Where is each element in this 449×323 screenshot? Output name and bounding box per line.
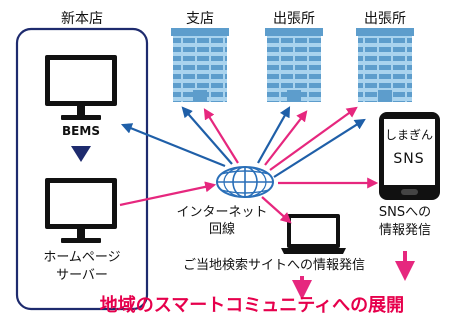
laptop-icon xyxy=(281,214,346,254)
sns-info-line2: 情報発信 xyxy=(378,223,432,238)
server-label-line2: サーバー xyxy=(56,268,108,283)
bottom-title: 地域のスマートコミュニティへの展開 xyxy=(99,295,405,316)
arrow-globe-to-bems xyxy=(120,123,226,168)
globe-icon xyxy=(216,166,274,198)
arrow-globe-to-office1-blue xyxy=(257,106,291,164)
hq-label: 新本店 xyxy=(61,11,103,27)
smartphone-icon xyxy=(379,112,440,200)
bems-label: BEMS xyxy=(62,124,100,138)
building-office2-icon xyxy=(356,28,414,102)
sns-screen-line1: しまぎん xyxy=(384,128,434,142)
server-label-line1: ホームページ xyxy=(43,250,121,265)
internet-label-line2: 回線 xyxy=(208,222,236,237)
arrow-globe-to-branch-pink xyxy=(203,108,239,164)
arrow-server-to-globe xyxy=(119,181,217,207)
office2-label: 出張所 xyxy=(364,11,406,27)
arrow-globe-to-office2-blue xyxy=(273,118,366,178)
arrow-globe-to-laptop xyxy=(261,196,292,224)
hq-frame xyxy=(15,27,149,311)
arrow-globe-to-office1-pink xyxy=(264,110,308,166)
bems-monitor-icon xyxy=(45,55,117,120)
sns-screen-line2: SNS xyxy=(393,151,425,167)
building-branch-icon xyxy=(171,28,229,102)
building-office1-icon xyxy=(265,28,323,102)
arrow-globe-to-office2-pink xyxy=(269,106,358,171)
arrow-globe-to-branch-blue xyxy=(181,106,233,165)
local-search-label: ご当地検索サイトへの情報発信 xyxy=(182,258,366,273)
down-arrow-icon xyxy=(71,146,91,162)
internet-label-line1: インターネット xyxy=(176,205,268,220)
server-monitor-icon xyxy=(45,178,117,243)
sns-info-line1: SNSへの xyxy=(378,205,432,220)
office1-label: 出張所 xyxy=(273,11,315,27)
branch-label: 支店 xyxy=(186,11,214,27)
